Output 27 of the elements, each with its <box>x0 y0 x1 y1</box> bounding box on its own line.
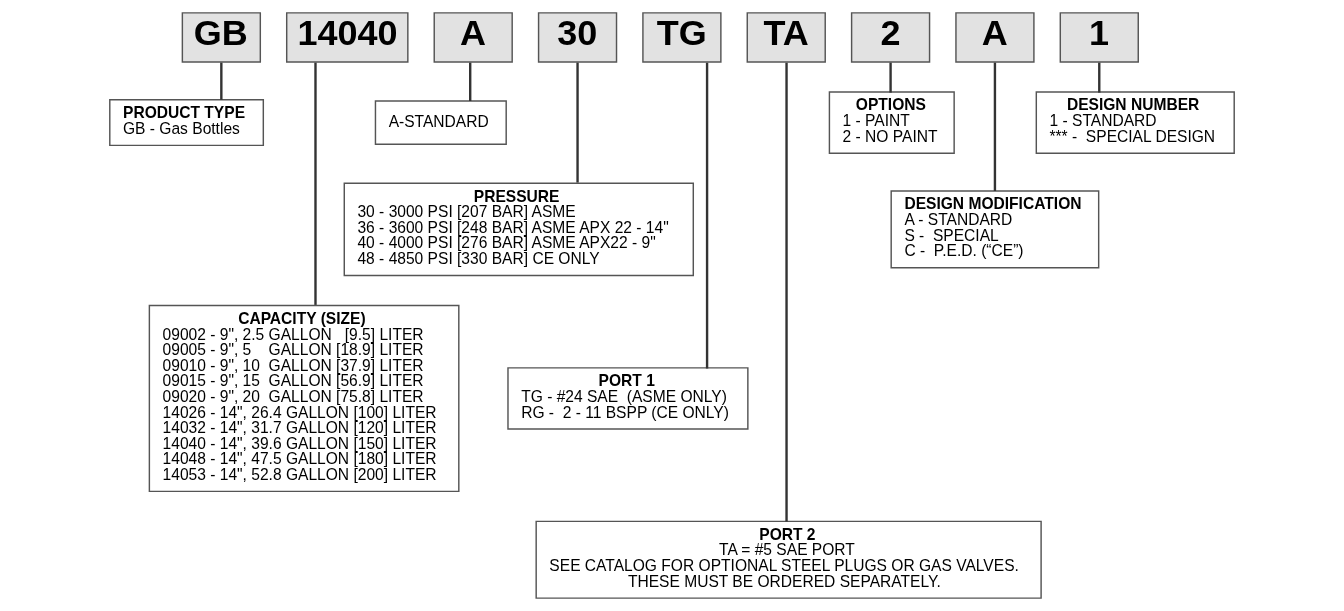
node-box: OPTIONS 1 - PAINT 2 - NO PAINT <box>828 91 955 154</box>
node-box: A <box>955 12 1035 63</box>
node-box: A <box>433 12 513 63</box>
connector <box>1098 62 1101 93</box>
connector <box>705 62 709 369</box>
connector <box>785 62 788 522</box>
connector <box>576 62 579 183</box>
node-box: PRODUCT TYPE GB - Gas Bottles <box>109 99 265 147</box>
connector <box>993 62 997 191</box>
connector <box>469 62 472 101</box>
node-box: TG <box>642 12 722 63</box>
node-box: 14040 <box>285 12 409 63</box>
node-box: CAPACITY (SIZE) 09002 - 9", 2.5 GALLON [9.5] LITER 09005 - 9", 5 GALLON [18.9] LITER 09010 - 9", 10 GALLON [37.9] LITER 09015 - 9", 15 GALLON [56.9] LITER 09020 - 9", 20 GALLON [75.8] LITER 14026 - 14", 26.4 GALLON [100] LITER 14032 - 14", 31.7 GALLON [120] LITER 14040 - 14", 39.6 GALLON [150] LITER 14048 - 14", 47.5 GALLON [180] LITER 14053 - 14", 52.8 GALLON [200] LITER <box>148 304 460 493</box>
node-box: 2 <box>850 12 931 63</box>
node-box: PORT 2 TA = #5 SAE PORT SEE CATALOG FOR OPTIONAL STEEL PLUGS OR GAS VALVES. THESE MUST BE ORDERED SEPARATELY. <box>535 520 1042 599</box>
node-box: PORT 1 TG - #24 SAE (ASME ONLY) RG - 2 - 11 BSPP (CE ONLY) <box>507 367 749 430</box>
node-box: PRESSURE 30 - 3000 PSI [207 BAR] ASME 36 - 3600 PSI [248 BAR] ASME APX 22 - 14" 40 - 4000 PSI [276 BAR] ASME APX22 - 9" 48 - 4850 PSI [330 BAR] CE ONLY <box>343 182 694 277</box>
connector <box>220 62 223 100</box>
node-box: TA <box>746 12 826 63</box>
node-box: 30 <box>537 12 618 63</box>
node-box: GB <box>181 12 262 63</box>
connector <box>889 62 892 93</box>
node-box: DESIGN MODIFICATION A - STANDARD S - SPECIAL C - P.E.D. (“CE”) <box>890 190 1100 269</box>
node-box: 1 <box>1059 12 1139 63</box>
node-box: A-STANDARD <box>374 100 507 145</box>
node-box: DESIGN NUMBER 1 - STANDARD *** - SPECIAL DESIGN <box>1035 91 1235 154</box>
connector <box>314 62 317 305</box>
